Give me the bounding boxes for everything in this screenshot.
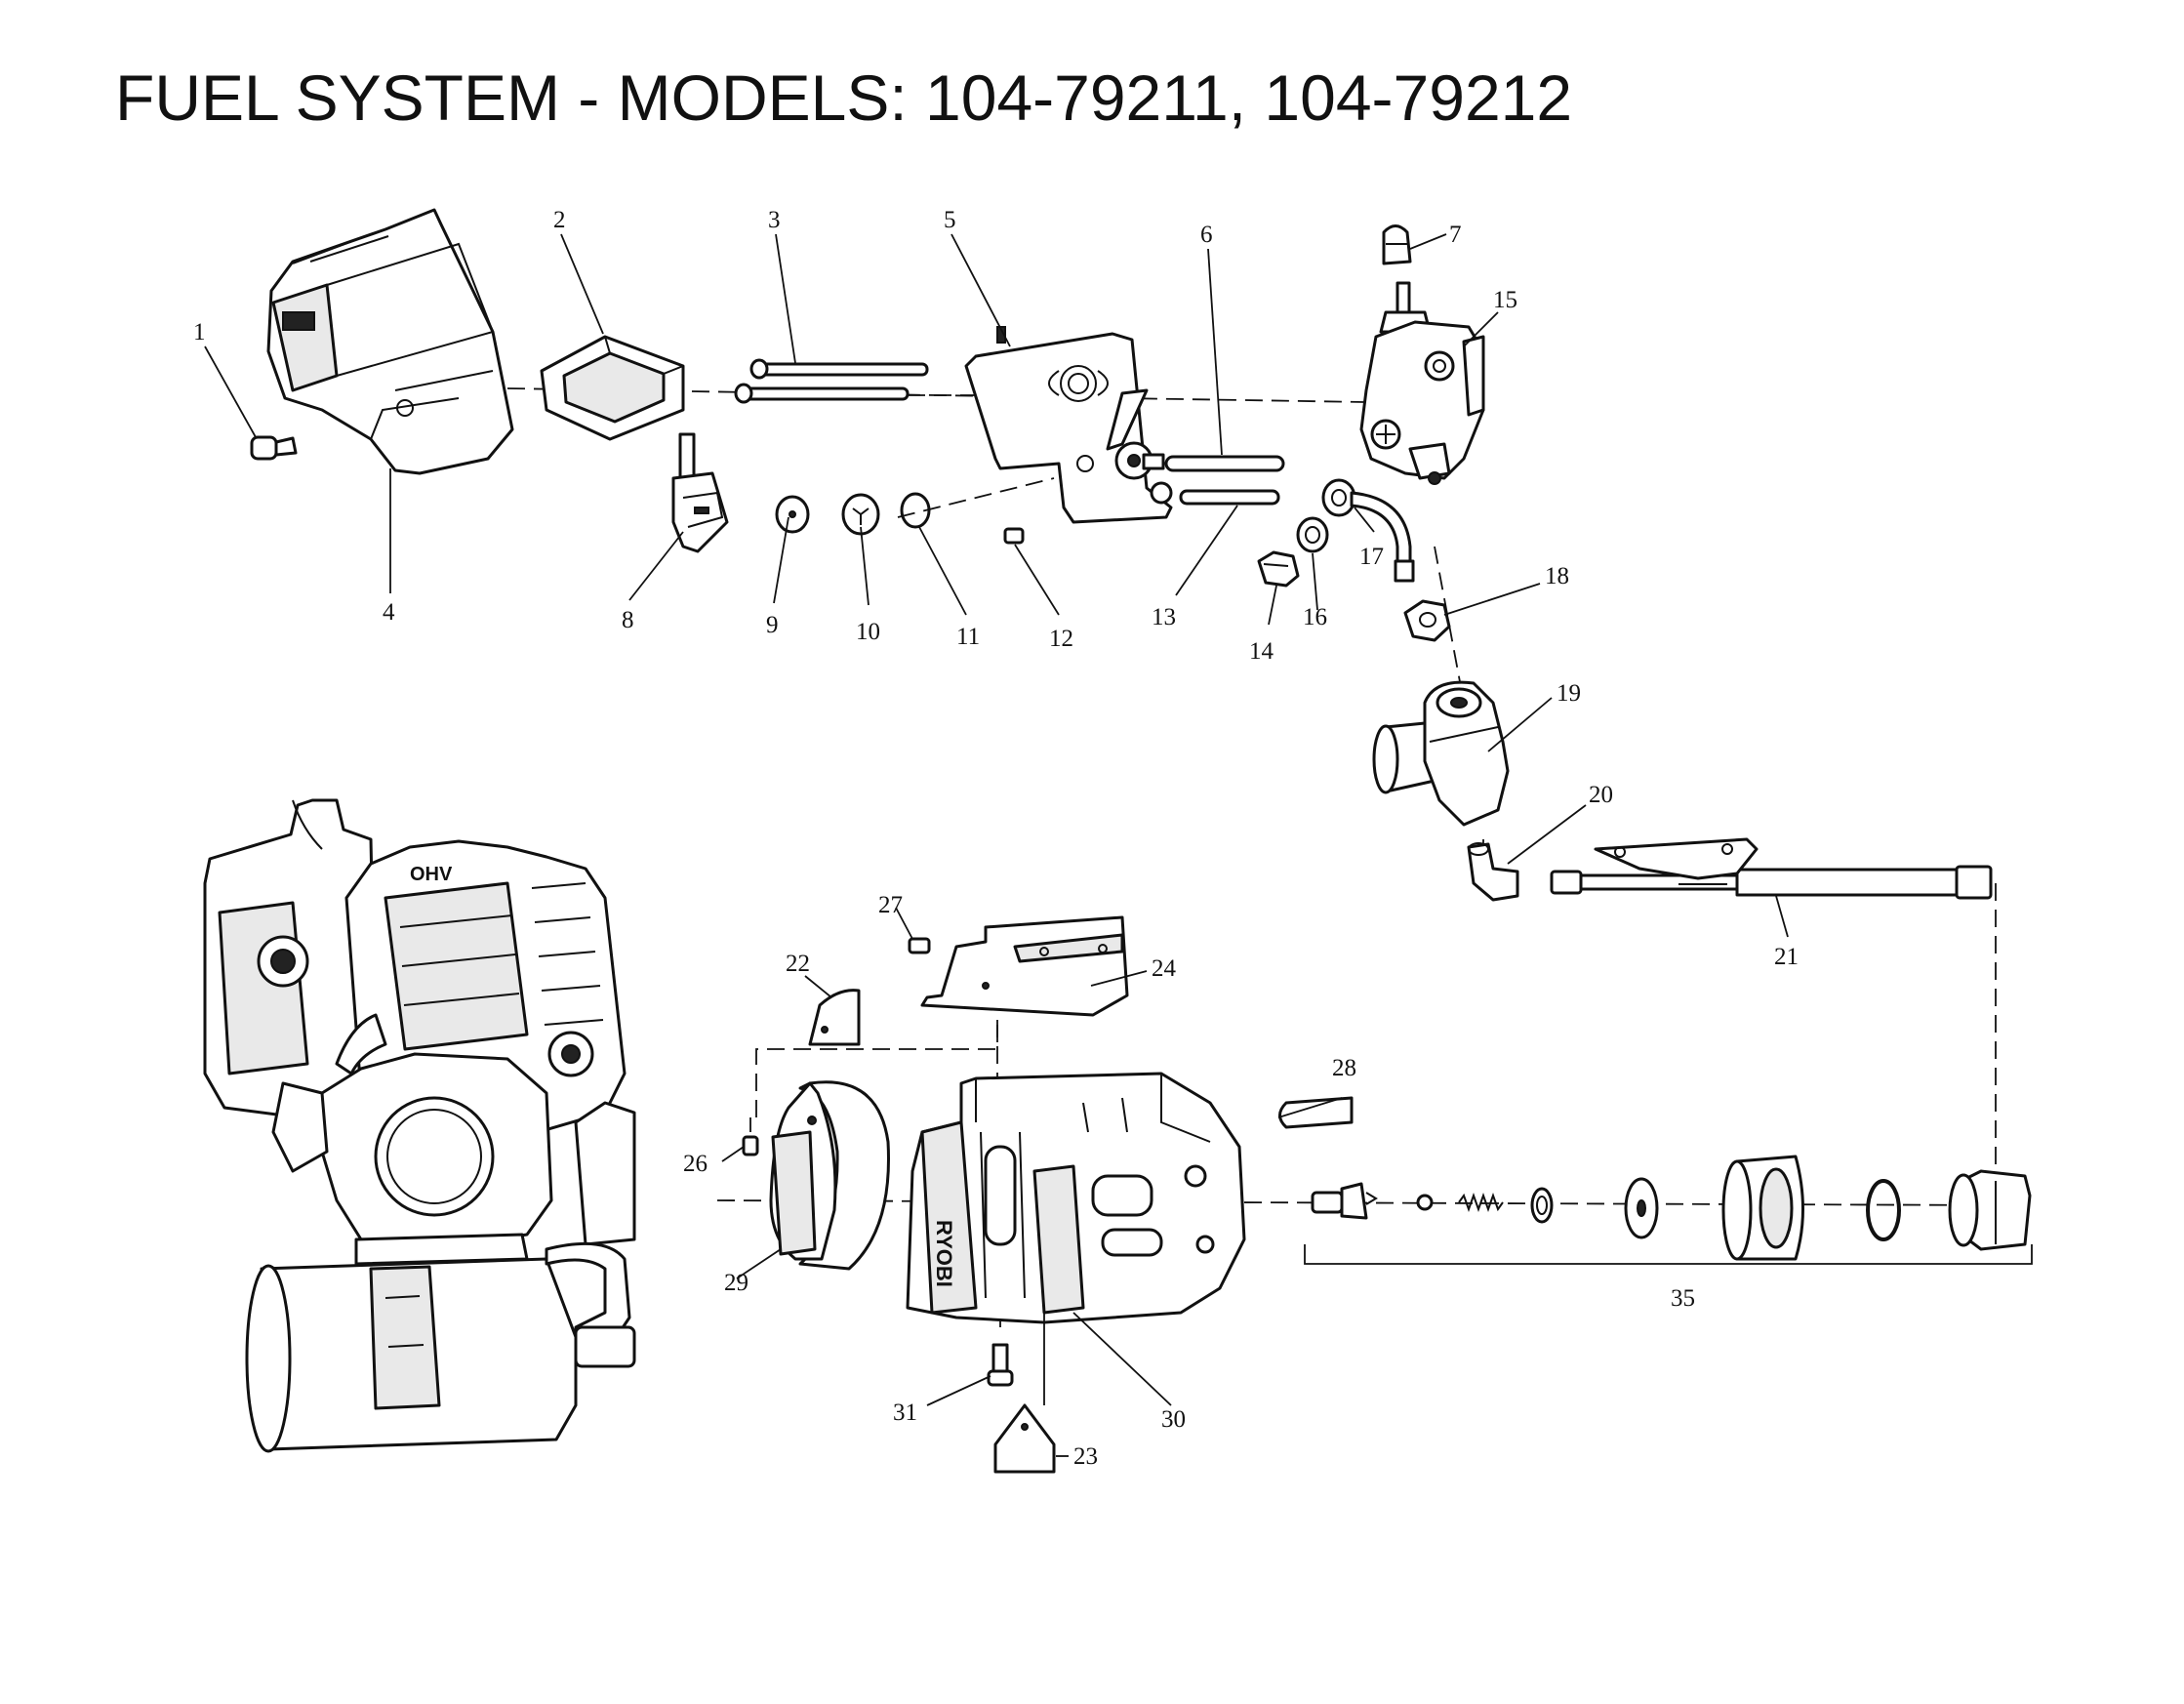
- air-filter: [540, 335, 685, 441]
- engine-assembly: OHV: [203, 798, 636, 1453]
- callout-13: 13: [1152, 604, 1176, 630]
- fuel-cap-assembly-35: [1304, 1155, 2033, 1265]
- callout-26: 26: [683, 1151, 708, 1177]
- callout-5: 5: [944, 207, 956, 233]
- muffler-30: RYOBI: [906, 1072, 1246, 1324]
- diaphragm-parts: [775, 492, 931, 536]
- gasket-28: [1278, 1096, 1354, 1129]
- nut-27: [908, 937, 931, 954]
- callout-2: 2: [553, 207, 566, 233]
- callout-9: 9: [766, 612, 779, 638]
- callout-21: 21: [1774, 944, 1799, 970]
- callout-8: 8: [622, 607, 634, 633]
- tag-23: [993, 1403, 1056, 1474]
- callout-15: 15: [1493, 287, 1517, 313]
- fuel-line-21: [1550, 837, 1993, 900]
- screw-1: [250, 435, 298, 461]
- carburetor-plate: [964, 326, 1173, 524]
- page-title: FUEL SYSTEM - MODELS: 104-79211, 104-792…: [115, 61, 1573, 134]
- nut-14: [1257, 550, 1300, 588]
- callout-31: 31: [893, 1400, 917, 1426]
- band-clamp-29: [769, 1080, 890, 1271]
- bracket-24: [920, 915, 1129, 1017]
- callout-10: 10: [856, 619, 880, 645]
- fuel-tank-fitting-19: [1372, 680, 1510, 827]
- callout-17: 17: [1359, 544, 1384, 570]
- tubes-6-13: [1164, 455, 1285, 506]
- callout-22: 22: [786, 951, 810, 977]
- callout-labels: 1 2 3 4 5 6 7 8 9 10 11 12 13 14 15 16 1…: [193, 207, 1799, 1470]
- elbow-20: [1467, 842, 1519, 902]
- callout-35: 35: [1671, 1285, 1695, 1312]
- callout-16: 16: [1303, 604, 1327, 630]
- callout-20: 20: [1589, 782, 1613, 808]
- primer-bulb: [671, 432, 729, 553]
- washer-16: [1296, 516, 1329, 553]
- leader-lines: [204, 233, 1789, 1457]
- callout-18: 18: [1545, 563, 1569, 589]
- callout-24: 24: [1152, 955, 1177, 982]
- callout-29: 29: [724, 1270, 748, 1296]
- callout-30: 30: [1161, 1406, 1186, 1433]
- callout-14: 14: [1249, 638, 1274, 665]
- callout-23: 23: [1073, 1443, 1098, 1470]
- screw-12: [1003, 527, 1025, 545]
- screw-31: [987, 1343, 1014, 1387]
- callout-1: 1: [193, 319, 206, 345]
- callout-3: 3: [768, 207, 781, 233]
- callout-28: 28: [1332, 1055, 1356, 1081]
- muffler-marking: RYOBI: [932, 1220, 956, 1287]
- engine-marking: OHV: [410, 864, 453, 885]
- callout-7: 7: [1449, 222, 1462, 248]
- fuel-line-17: [1321, 478, 1415, 583]
- nut-18: [1403, 599, 1451, 642]
- plug-7: [1382, 224, 1412, 265]
- heat-shield-22: [808, 989, 861, 1046]
- carburetor: [1359, 281, 1485, 485]
- callout-12: 12: [1049, 626, 1073, 652]
- callout-19: 19: [1557, 680, 1581, 707]
- screw-26: [742, 1117, 759, 1156]
- callout-6: 6: [1200, 222, 1213, 248]
- callout-4: 4: [383, 599, 395, 626]
- air-filter-cover: [266, 208, 514, 475]
- bolts-3: [734, 358, 929, 404]
- callout-11: 11: [956, 624, 980, 650]
- callout-27: 27: [878, 892, 903, 918]
